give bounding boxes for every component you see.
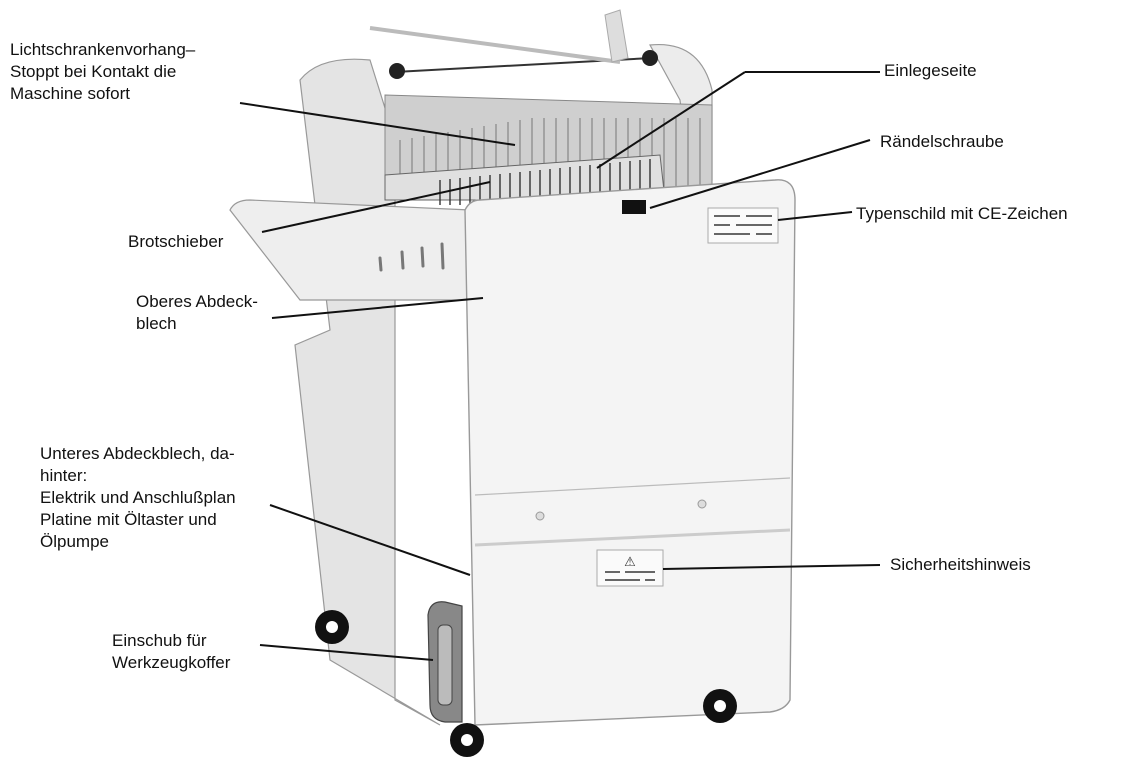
label-line: Einschub für [112,631,207,650]
lower-panel-ledge [474,528,791,547]
label-raendelschraube: Rändelschraube [880,131,1004,153]
handle-knob-right [642,50,658,66]
leader-oberes-abdeckblech [271,297,484,319]
label-line: Elektrik und Anschlußplan [40,488,236,507]
label-oberes-abdeckblech: Oberes Abdeck- blech [136,291,258,335]
label-line: Einlegeseite [884,61,977,80]
wheel-back-left [315,610,349,644]
label-brotschieber: Brotschieber [128,231,223,253]
label-line: hinter: [40,466,88,485]
label-sicherheitshinweis: Sicherheitshinweis [890,554,1031,576]
type-plate-lines [714,215,772,235]
leader-unteres-abdeckblech [269,504,471,576]
leader-einschub [259,644,434,661]
leader-lichtschranke [239,102,516,146]
label-line: Lichtschrankenvorhang– [10,40,196,59]
toolcase-handle [437,624,453,706]
handle-knob-left [389,63,405,79]
label-line: Typenschild mit CE-Zeichen [856,204,1068,223]
warning-sticker-lines [605,571,655,581]
label-unteres-abdeckblech: Unteres Abdeckblech, da- hinter: Elektri… [40,443,236,553]
leader-einlegeseite-diag [596,71,746,169]
label-line: Werkzeugkoffer [112,653,231,672]
label-lichtschrankenvorhang: Lichtschrankenvorhang– Stoppt bei Kontak… [10,39,195,105]
warning-triangle-icon: ⚠ [624,555,636,570]
label-line: Ölpumpe [40,532,109,551]
knurled-screw [622,200,646,214]
label-line: Sicherheitshinweis [890,555,1031,574]
label-line: Stoppt bei Kontakt die [10,62,177,81]
label-line: Brotschieber [128,232,224,251]
leader-sicherheitshinweis [662,564,881,570]
leader-raendelschraube [649,139,871,209]
label-typenschild: Typenschild mit CE-Zeichen [856,203,1068,225]
label-line: Maschine sofort [10,84,130,103]
guide-rod [369,26,621,64]
vent-slots [378,242,445,272]
label-einlegeseite: Einlegeseite [884,60,977,82]
label-einschub: Einschub für Werkzeugkoffer [112,630,230,674]
label-line: Oberes Abdeck- [136,292,258,311]
leader-typenschild [777,211,853,221]
top-plate [604,9,629,63]
leader-brotschieber [261,181,491,233]
wheel-back-right [703,689,737,723]
label-line: blech [136,314,177,333]
leader-lines [239,71,881,661]
wheel-front [450,723,484,757]
label-line: Unteres Abdeckblech, da- [40,444,235,463]
label-line: Rändelschraube [880,132,1004,151]
panel-screw-right [697,499,707,509]
panel-screw-left [535,511,545,521]
label-line: Platine mit Öltaster und [40,510,217,529]
front-panel [464,179,796,726]
lower-panel-line [474,477,791,496]
